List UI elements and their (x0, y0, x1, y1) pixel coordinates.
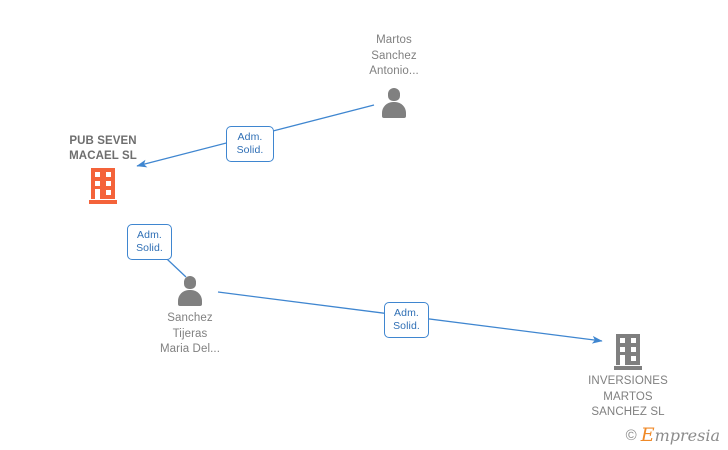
node-label-inversiones-martos-sanchez-sl: INVERSIONES MARTOS SANCHEZ SL (588, 375, 668, 418)
edge-label-sanchez-tijeras-to-inversiones[interactable]: Adm. Solid. (384, 302, 429, 338)
node-label-martos-sanchez-antonio: Martos Sanchez Antonio... (369, 34, 419, 77)
company-icon-wrapper (89, 168, 117, 204)
person-icon (379, 87, 409, 118)
company-icon-wrapper (614, 334, 642, 370)
person-icon-wrapper (175, 276, 205, 306)
node-sanchez-tijeras-maria-del[interactable]: Sanchez Tijeras Maria Del... (115, 276, 265, 358)
node-label-sanchez-tijeras-maria-del: Sanchez Tijeras Maria Del... (160, 312, 220, 355)
brand-rest: mpresia (654, 426, 720, 445)
node-label-pub-seven-macael-sl: PUB SEVEN MACAEL SL (69, 135, 137, 162)
empresia-logo: Empresia (640, 424, 720, 446)
empresia-watermark: © Empresia (625, 424, 720, 446)
brand-initial: E (640, 424, 655, 446)
person-icon (175, 276, 205, 306)
node-inversiones-martos-sanchez-sl[interactable]: INVERSIONES MARTOS SANCHEZ SL (553, 334, 703, 421)
node-martos-sanchez-antonio[interactable]: Martos Sanchez Antonio... (319, 33, 469, 118)
edge-label-martos-to-pub-seven[interactable]: Adm. Solid. (226, 126, 274, 162)
node-pub-seven-macael-sl[interactable]: PUB SEVEN MACAEL SL (28, 134, 178, 204)
copyright-icon: © (625, 427, 637, 444)
person-icon-wrapper (379, 87, 409, 118)
building-icon (89, 168, 117, 204)
building-icon (614, 334, 642, 370)
edge-label-sanchez-tijeras-to-pub-seven[interactable]: Adm. Solid. (127, 224, 172, 260)
